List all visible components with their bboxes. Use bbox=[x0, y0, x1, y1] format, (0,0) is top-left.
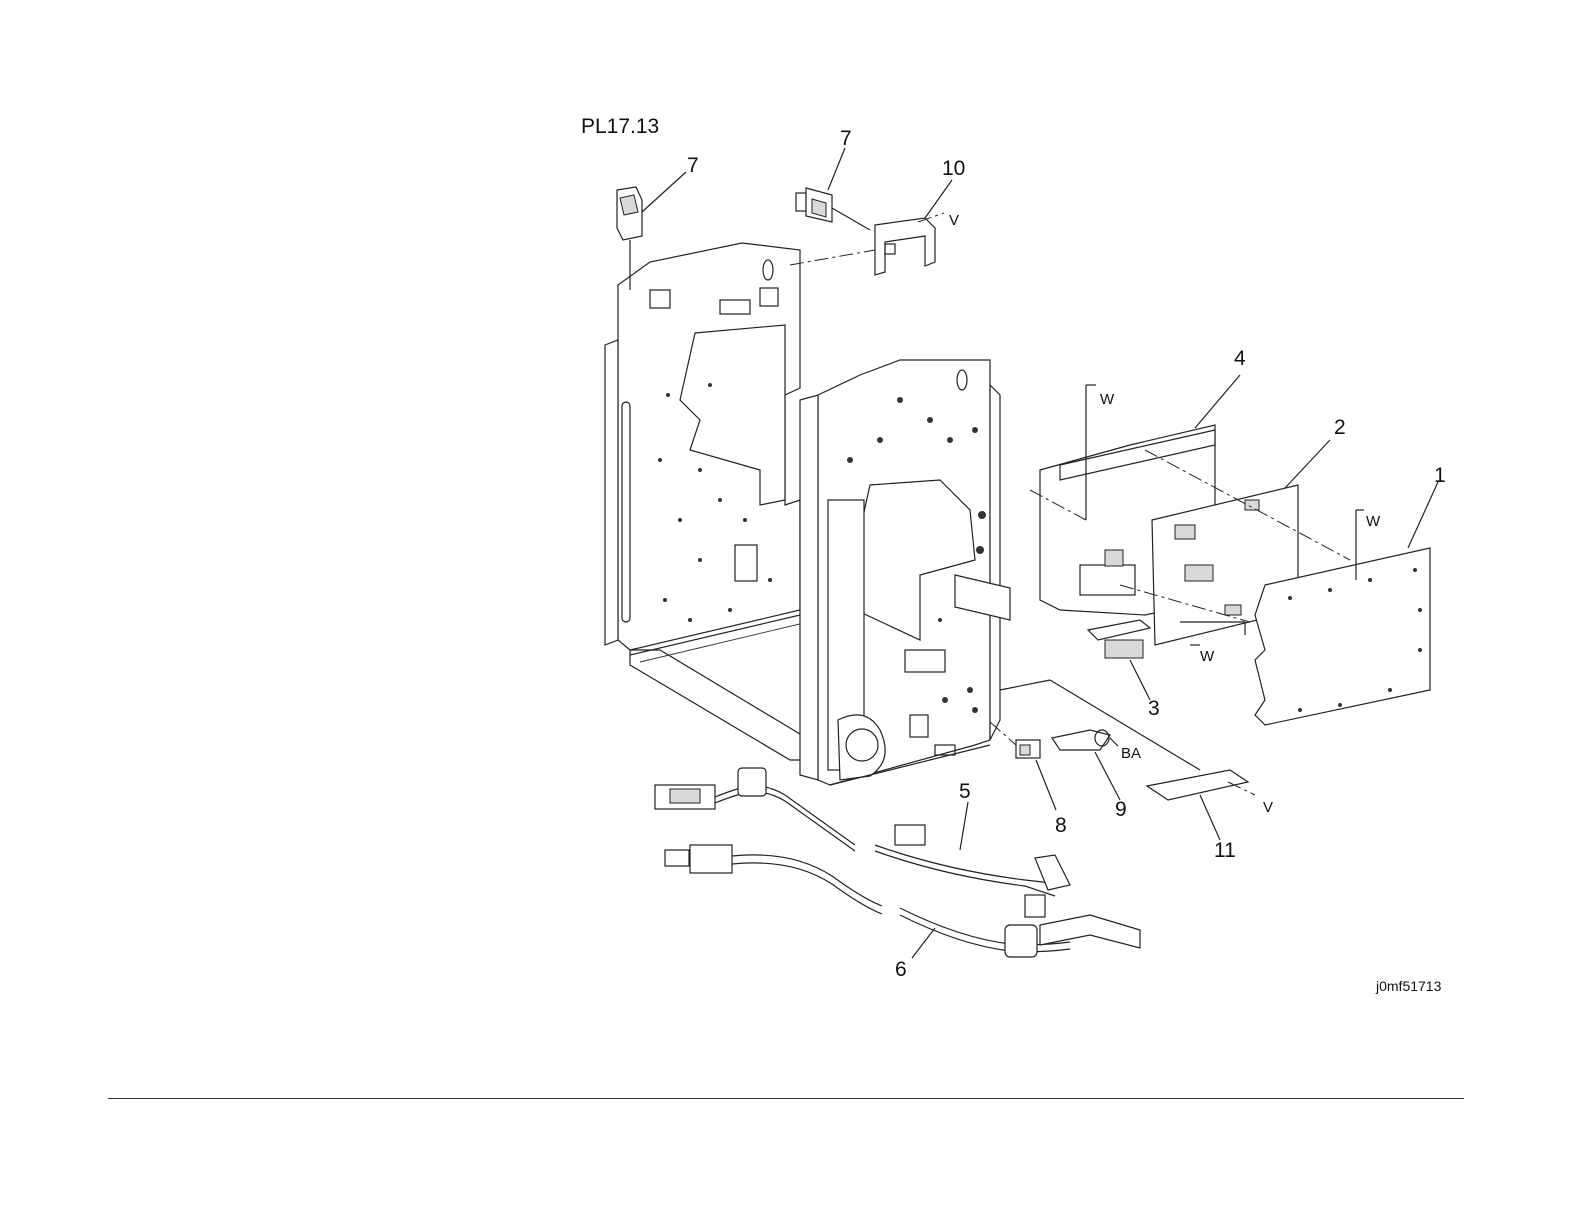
callout-5: 5 bbox=[959, 780, 971, 803]
plate-title: PL17.13 bbox=[581, 115, 659, 138]
image-code: j0mf51713 bbox=[1375, 978, 1442, 994]
ref-letter-v-top: V bbox=[949, 212, 959, 229]
callout-7-top: 7 bbox=[840, 127, 852, 150]
callout-7-left: 7 bbox=[687, 154, 699, 177]
part-7-top-interlock bbox=[796, 148, 870, 230]
harness-5 bbox=[655, 768, 1070, 917]
callout-4: 4 bbox=[1234, 347, 1246, 370]
ref-letter-v-lower: V bbox=[1263, 799, 1273, 816]
part-9-actuator bbox=[1052, 730, 1120, 800]
front-frame bbox=[800, 360, 1010, 785]
callout-10: 10 bbox=[942, 157, 965, 180]
callout-9: 9 bbox=[1115, 798, 1127, 821]
footer-rule bbox=[108, 1098, 1464, 1099]
part-10-bracket bbox=[875, 180, 952, 275]
ref-letter-w-lower: W bbox=[1200, 648, 1215, 665]
callout-2: 2 bbox=[1334, 416, 1346, 439]
ref-letter-w-right: W bbox=[1366, 513, 1381, 530]
harness-6 bbox=[665, 845, 1140, 958]
ref-letter-ba: BA bbox=[1121, 745, 1141, 762]
callout-1: 1 bbox=[1434, 464, 1446, 487]
rear-frame bbox=[605, 243, 810, 760]
callout-8: 8 bbox=[1055, 814, 1067, 837]
part-8-sensor bbox=[990, 722, 1056, 810]
ref-letter-w-upper: W bbox=[1100, 391, 1115, 408]
callout-3: 3 bbox=[1148, 697, 1160, 720]
callout-11: 11 bbox=[1214, 839, 1236, 862]
callout-6: 6 bbox=[895, 958, 907, 981]
